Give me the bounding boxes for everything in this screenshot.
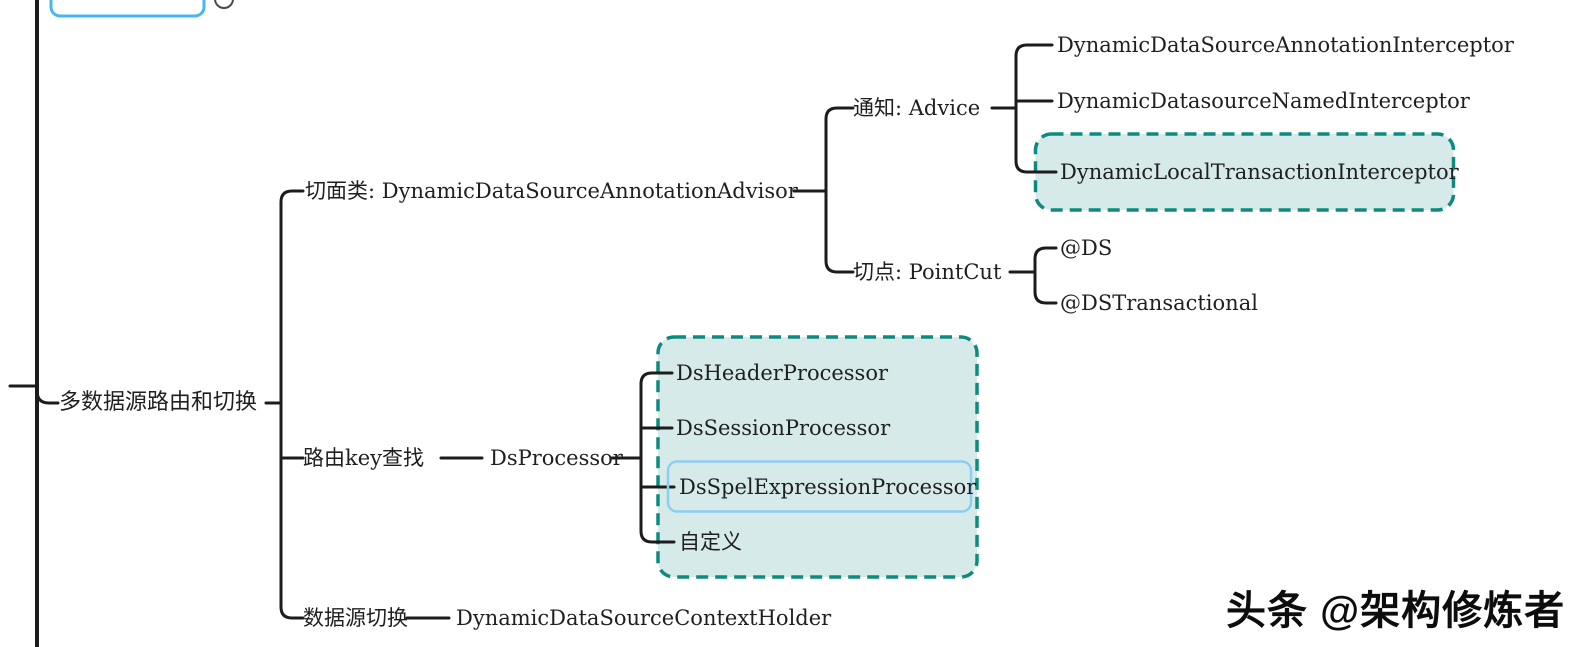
node-ds-processor[interactable]: DsProcessor xyxy=(490,446,623,470)
connector-bracket-pointcut xyxy=(1033,246,1058,305)
node-aspect[interactable]: 切面类: DynamicDataSourceAnnotationAdvisor xyxy=(305,179,798,203)
connector-root-stub xyxy=(35,389,60,405)
node-header-processor[interactable]: DsHeaderProcessor xyxy=(676,361,889,385)
connector-bracket-aspect xyxy=(824,106,855,274)
node-custom-processor[interactable]: 自定义 xyxy=(679,530,742,554)
node-interceptor-local-tx[interactable]: DynamicLocalTransactionInterceptor xyxy=(1060,160,1459,184)
connector-bracket-advice xyxy=(1014,43,1058,174)
node-pointcut[interactable]: 切点: PointCut xyxy=(853,260,1002,284)
node-interceptor-named[interactable]: DynamicDatasourceNamedInterceptor xyxy=(1057,89,1470,113)
partial-top-node-box[interactable] xyxy=(49,0,206,18)
connector-group xyxy=(8,0,1058,647)
watermark-text: 头条 @架构修炼者 xyxy=(1226,589,1566,633)
node-annotation-ds[interactable]: @DS xyxy=(1060,236,1113,260)
node-interceptor-annotation[interactable]: DynamicDataSourceAnnotationInterceptor xyxy=(1057,33,1514,57)
node-root[interactable]: 多数据源路由和切换 xyxy=(59,390,258,415)
node-datasource-switch[interactable]: 数据源切换 xyxy=(303,606,408,630)
highlight-box-processors[interactable] xyxy=(656,335,979,579)
node-session-processor[interactable]: DsSessionProcessor xyxy=(676,416,891,440)
selection-box-spel-processor[interactable] xyxy=(666,460,973,513)
node-advice[interactable]: 通知: Advice xyxy=(853,96,981,120)
connector-bracket-root xyxy=(279,189,305,620)
node-spel-processor[interactable]: DsSpelExpressionProcessor xyxy=(679,475,977,499)
node-annotation-ds-transactional[interactable]: @DSTransactional xyxy=(1060,291,1258,315)
node-route-key-lookup[interactable]: 路由key查找 xyxy=(303,446,425,470)
node-context-holder[interactable]: DynamicDataSourceContextHolder xyxy=(456,606,832,630)
collapse-badge-icon[interactable] xyxy=(214,0,234,9)
connector-bracket-processors xyxy=(639,371,676,544)
